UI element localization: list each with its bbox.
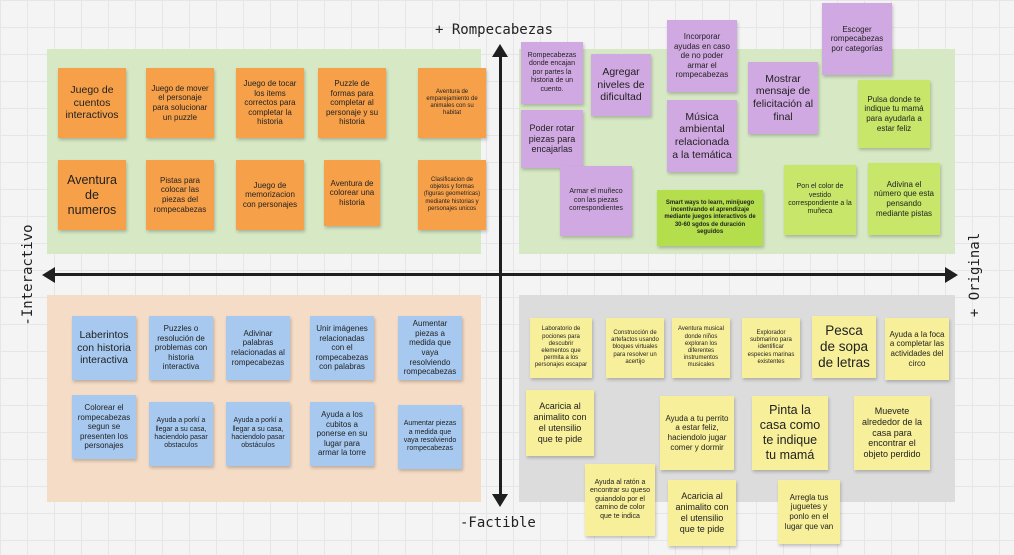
sticky-note[interactable]: Puzzle de formas para completar al perso…: [318, 68, 386, 138]
sticky-note[interactable]: Unir imágenes relacionadas con el rompec…: [310, 316, 374, 380]
axis-label-right: + Original: [967, 232, 983, 318]
arrow-right-icon: [945, 267, 958, 283]
sticky-note[interactable]: Ayuda a porkí a llegar a su casa, hacien…: [149, 402, 213, 466]
sticky-note[interactable]: Laboratorio de pociones para descubrir e…: [530, 318, 592, 378]
sticky-note[interactable]: Juego de tocar los items correctos para …: [236, 68, 304, 138]
sticky-note[interactable]: Ayuda a tu perrito a estar feliz, hacien…: [660, 396, 734, 470]
arrow-down-icon: [492, 494, 508, 507]
sticky-note[interactable]: Muevete alrededor de la casa para encont…: [854, 396, 930, 470]
sticky-note[interactable]: Arregla tus juguetes y ponlo en el lugar…: [778, 480, 840, 544]
sticky-note[interactable]: Juego de memorizacion con personajes: [236, 160, 304, 230]
sticky-note[interactable]: Rompecabezas donde encajan por partes la…: [521, 42, 583, 104]
axis-label-top: + Rompecabezas: [435, 22, 554, 38]
vertical-axis: [499, 50, 502, 496]
arrow-up-icon: [492, 44, 508, 57]
sticky-note[interactable]: Ayuda a los cubitos a ponerse en su luga…: [310, 402, 374, 466]
sticky-note[interactable]: Aumentar piezas a medida que vaya resolv…: [398, 316, 462, 380]
sticky-note[interactable]: Puzzles o resolución de problemas con hi…: [149, 316, 213, 380]
sticky-note[interactable]: Construcción de artefactos usando bloque…: [606, 318, 664, 378]
sticky-note[interactable]: Laberintos con historia interactiva: [72, 316, 136, 380]
sticky-note[interactable]: Acaricia al animalito con el utensilio q…: [526, 390, 594, 456]
sticky-note[interactable]: Agregar niveles de dificultad: [591, 54, 651, 116]
sticky-note[interactable]: Aventura de numeros: [58, 160, 126, 230]
sticky-note[interactable]: Incorporar ayudas en caso de no poder ar…: [667, 20, 737, 92]
arrow-left-icon: [42, 267, 55, 283]
sticky-note[interactable]: Mostrar mensaje de felicitación al final: [748, 62, 818, 134]
sticky-note[interactable]: Aventura de colorear una historia: [324, 160, 380, 226]
sticky-note[interactable]: Ayuda a porkí a llegar a su casa, hacien…: [226, 402, 290, 466]
sticky-note[interactable]: Ayuda al ratón a encontrar su queso guia…: [585, 464, 655, 536]
sticky-note[interactable]: Acaricia al animalito con el utensilio q…: [668, 480, 736, 546]
sticky-note[interactable]: Aventura musical donde niños exploran lo…: [672, 318, 730, 378]
sticky-note[interactable]: Pesca de sopa de letras: [812, 316, 876, 378]
sticky-note[interactable]: Pulsa donde te indique tu mamá para ayud…: [858, 80, 930, 148]
sticky-note[interactable]: Armar el muñeco con las piezas correspon…: [560, 166, 632, 236]
sticky-note[interactable]: Pistas para colocar las piezas del rompe…: [146, 160, 214, 230]
sticky-note[interactable]: Escoger rompecabezas por categorías: [822, 3, 892, 75]
sticky-note[interactable]: Música ambiental relacionada a la temáti…: [667, 100, 737, 172]
sticky-note[interactable]: Juego de cuentos interactivos: [58, 68, 126, 138]
sticky-note[interactable]: Pinta la casa como te indique tu mamá: [752, 396, 828, 470]
sticky-note[interactable]: Pon el color de vestido correspondiente …: [784, 165, 856, 235]
sticky-note[interactable]: Aumentar piezas a medida que vaya resolv…: [398, 405, 462, 469]
axis-label-bottom: -Factible: [460, 515, 536, 531]
sticky-note[interactable]: Poder rotar piezas para encajarlas: [521, 110, 583, 168]
sticky-note[interactable]: Smart ways to learn, minijuego incentiva…: [657, 190, 763, 246]
sticky-note[interactable]: Aventura de emparejamiento de animales c…: [418, 68, 486, 138]
sticky-note[interactable]: Ayuda a la foca a completar las activida…: [885, 318, 949, 380]
sticky-note[interactable]: Juego de mover el personaje para solucio…: [146, 68, 214, 138]
sticky-note[interactable]: Colorear el rompecabezas segun se presen…: [72, 395, 136, 459]
sticky-note[interactable]: Clasificacion de objetos y formas (figur…: [418, 160, 486, 230]
sticky-note[interactable]: Adivinar palabras relacionadas al rompec…: [226, 316, 290, 380]
sticky-note[interactable]: Explorador submarino para identificar es…: [742, 318, 800, 378]
axis-label-left: -Interactivo: [20, 224, 36, 326]
sticky-note[interactable]: Adivina el número que esta pensando medi…: [868, 163, 940, 235]
